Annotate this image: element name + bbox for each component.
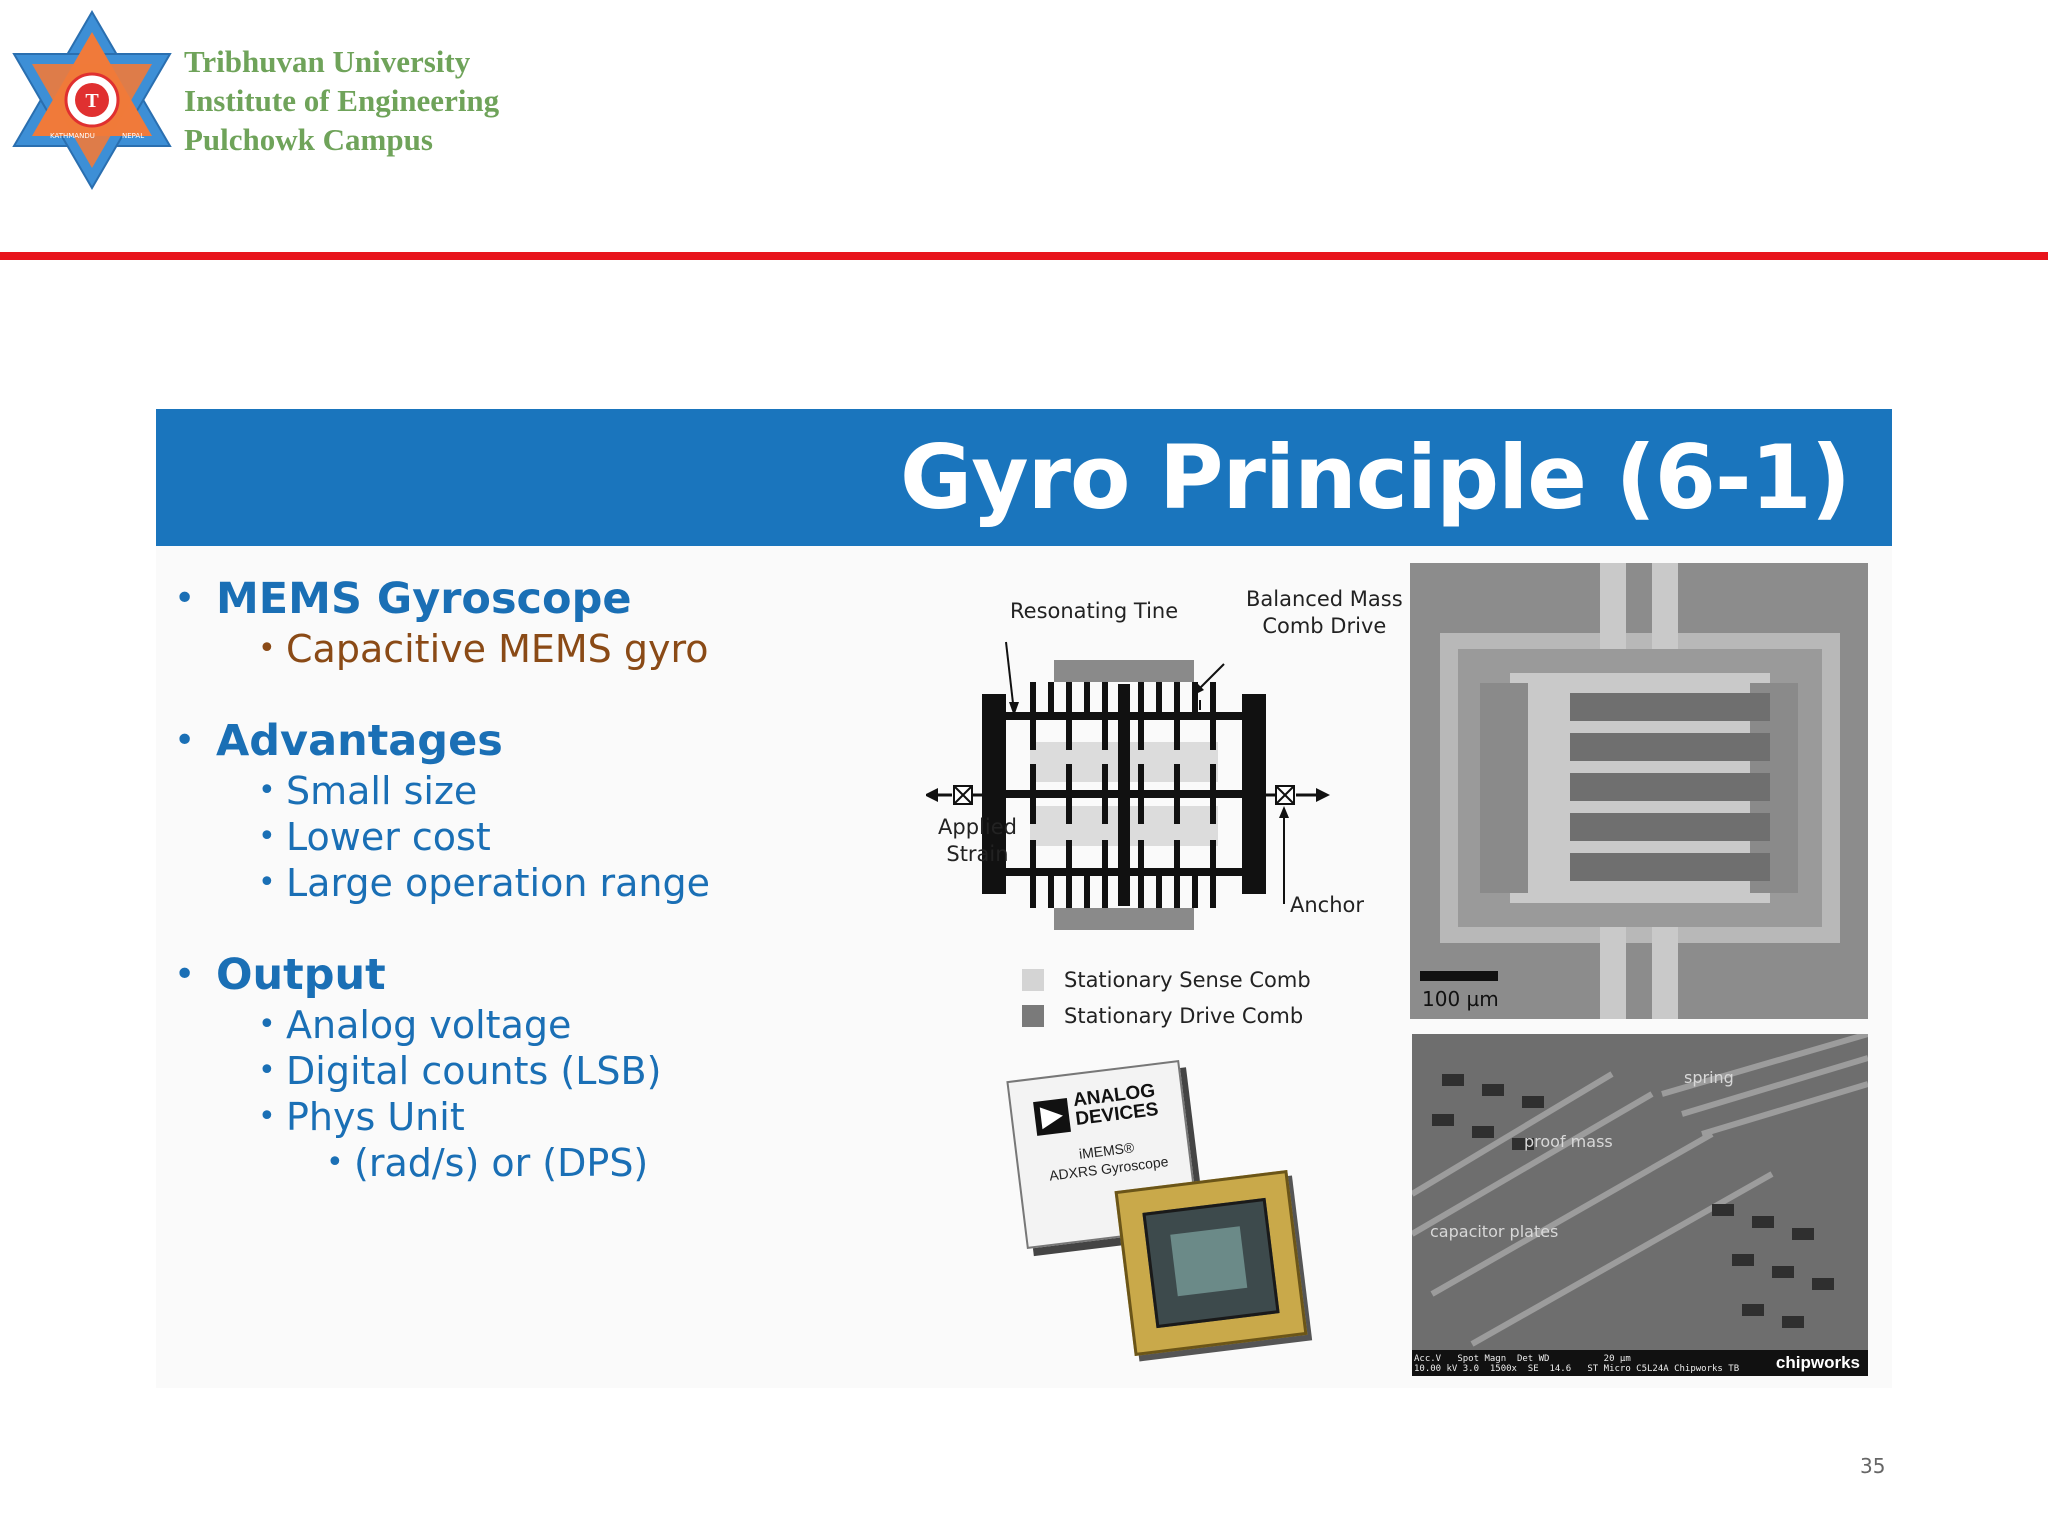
label-applied-line2: Strain xyxy=(946,842,1009,866)
micrograph-scale-label: 100 µm xyxy=(1422,987,1499,1011)
title-bar: Gyro Principle (6-1) xyxy=(156,409,1892,546)
bullet-large-range: Large operation range xyxy=(174,860,934,906)
sem-label-capacitor-plates: capacitor plates xyxy=(1430,1222,1559,1241)
bullet-list: MEMS Gyroscope Capacitive MEMS gyro Adva… xyxy=(174,572,934,1186)
analog-devices-logo-icon xyxy=(1033,1097,1071,1136)
legend-sense-comb: Stationary Sense Comb xyxy=(1022,962,1311,998)
label-balanced-mass: Balanced Mass Comb Drive xyxy=(1246,586,1403,640)
label-anchor: Anchor xyxy=(1290,893,1365,917)
logo-text-kathmandu: KATHMANDU xyxy=(50,132,95,140)
label-balanced-mass-line1: Balanced Mass xyxy=(1246,587,1403,611)
bullet-small-size: Small size xyxy=(174,768,934,814)
tuning-fork-gyro-diagram xyxy=(926,641,1330,930)
institution-line-2: Institute of Engineering xyxy=(184,83,500,118)
institution-line-1: Tribhuvan University xyxy=(184,44,471,79)
diagram-legend: Stationary Sense Comb Stationary Drive C… xyxy=(1022,962,1311,1034)
sem-info-bar: Acc.V Spot Magn Det WD 20 µm 10.00 kV 3.… xyxy=(1412,1350,1868,1376)
micrograph-top-view: 100 µm xyxy=(1410,563,1868,1019)
header-divider xyxy=(0,252,2048,260)
label-applied-strain: Applied Strain xyxy=(938,814,1017,868)
label-balanced-mass-line2: Comb Drive xyxy=(1262,614,1387,638)
micrograph-top-structure xyxy=(1410,563,1868,1019)
legend-swatch-sense xyxy=(1022,969,1044,991)
bullet-phys-unit: Phys Unit xyxy=(174,1094,934,1140)
micrograph-sem-view: spring proof mass capacitor plates Acc.V… xyxy=(1412,1034,1868,1376)
adxrs-chip-photo: ANALOG DEVICES iMEMS® ADXRS Gyroscope xyxy=(1006,1060,1356,1370)
logo-text-nepal: NEPAL xyxy=(122,132,144,140)
chip-die-open xyxy=(1114,1170,1308,1356)
bullet-advantages: Advantages xyxy=(174,714,934,768)
sem-brand: chipworks xyxy=(1775,1353,1860,1372)
legend-label-drive: Stationary Drive Comb xyxy=(1064,1004,1304,1028)
institution-name: Tribhuvan University Institute of Engine… xyxy=(184,42,499,159)
legend-label-sense: Stationary Sense Comb xyxy=(1064,968,1311,992)
page-number: 35 xyxy=(1860,1454,1886,1478)
chip-subtitle: iMEMS® ADXRS Gyroscope xyxy=(1031,1132,1184,1186)
slide-title: Gyro Principle (6-1) xyxy=(899,426,1851,529)
bullet-lower-cost: Lower cost xyxy=(174,814,934,860)
bullet-analog-voltage: Analog voltage xyxy=(174,1002,934,1048)
chip-brand: ANALOG DEVICES xyxy=(1072,1080,1160,1130)
legend-drive-comb: Stationary Drive Comb xyxy=(1022,998,1311,1034)
bullet-rad-dps: (rad/s) or (DPS) xyxy=(174,1140,934,1186)
bullet-digital-counts: Digital counts (LSB) xyxy=(174,1048,934,1094)
legend-swatch-drive xyxy=(1022,1005,1044,1027)
content-panel: MEMS Gyroscope Capacitive MEMS gyro Adva… xyxy=(156,546,1892,1388)
sem-info-text: Acc.V Spot Magn Det WD 20 µm 10.00 kV 3.… xyxy=(1414,1354,1740,1374)
svg-text:T: T xyxy=(85,90,99,112)
sem-label-proof-mass: proof mass xyxy=(1524,1132,1613,1151)
micrograph-sem-structure xyxy=(1412,1034,1868,1376)
bullet-mems-gyroscope: MEMS Gyroscope xyxy=(174,572,934,626)
institution-line-3: Pulchowk Campus xyxy=(184,122,433,157)
university-logo: T KATHMANDU NEPAL xyxy=(12,10,172,190)
label-resonating-tine: Resonating Tine xyxy=(1010,599,1179,623)
bullet-capacitive-mems: Capacitive MEMS gyro xyxy=(174,626,934,672)
sem-label-spring: spring xyxy=(1684,1068,1734,1087)
label-applied-line1: Applied xyxy=(938,815,1017,839)
bullet-output: Output xyxy=(174,948,934,1002)
